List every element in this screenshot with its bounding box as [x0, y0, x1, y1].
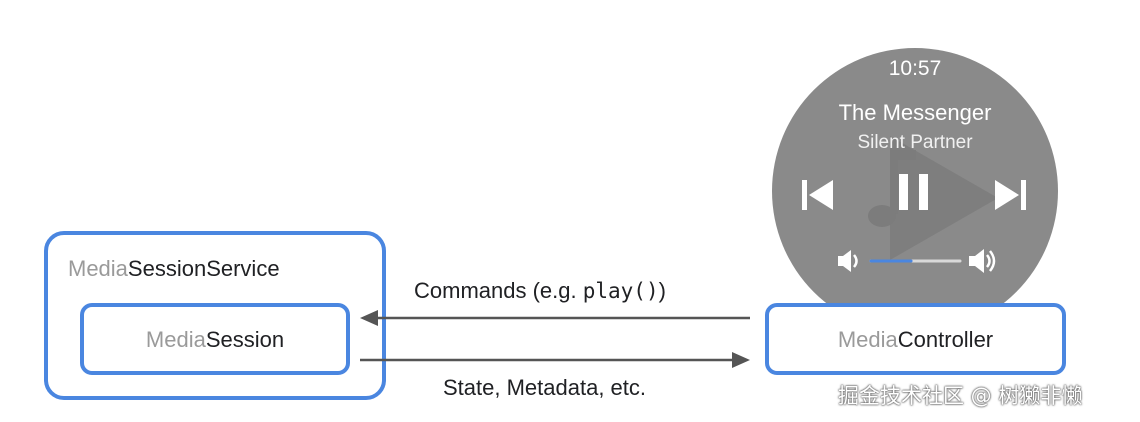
volume-down-icon[interactable]	[838, 250, 858, 272]
media-session-box	[80, 303, 350, 375]
commands-text: Commands (e.g.	[414, 278, 583, 303]
watch-time: 10:57	[888, 57, 942, 80]
media-controller-prefix: Media	[837, 327, 898, 352]
media-controller-box	[765, 303, 1066, 375]
track-artist: Silent Partner	[857, 132, 973, 153]
state-edge-label: State, Metadata, etc.	[443, 375, 647, 400]
media-session-service-label: MediaSessionService	[68, 256, 280, 282]
volume-up-icon[interactable]	[969, 249, 996, 273]
watch-controls	[802, 174, 1026, 273]
commands-arrow	[360, 310, 750, 326]
album-art-play-shape	[890, 136, 998, 260]
media-session-suffix: Session	[205, 327, 285, 352]
media-session-service-prefix: Media	[68, 256, 128, 281]
media-session-prefix: Media	[145, 327, 206, 352]
media-session-label: MediaSession	[80, 327, 350, 353]
watermark: 掘金技术社区 @ 树獭非懒	[838, 384, 1083, 408]
commands-edge-label: Commands (e.g. play())	[414, 278, 666, 304]
media-session-service-suffix: SessionService	[127, 256, 280, 281]
state-arrow	[360, 352, 750, 368]
media-controller-suffix: Controller	[897, 327, 994, 352]
media-controller-label: MediaController	[765, 327, 1066, 353]
commands-code: play()	[582, 279, 659, 303]
album-art-note-shape	[868, 150, 916, 227]
track-title: The Messenger	[838, 100, 992, 125]
pause-icon[interactable]	[899, 174, 928, 210]
album-art-watermark	[868, 136, 998, 260]
watch-face: 10:57 The Messenger Silent Partner	[772, 48, 1058, 334]
skip-previous-icon[interactable]	[802, 180, 833, 210]
commands-close: )	[658, 278, 666, 303]
skip-next-icon[interactable]	[995, 180, 1026, 210]
